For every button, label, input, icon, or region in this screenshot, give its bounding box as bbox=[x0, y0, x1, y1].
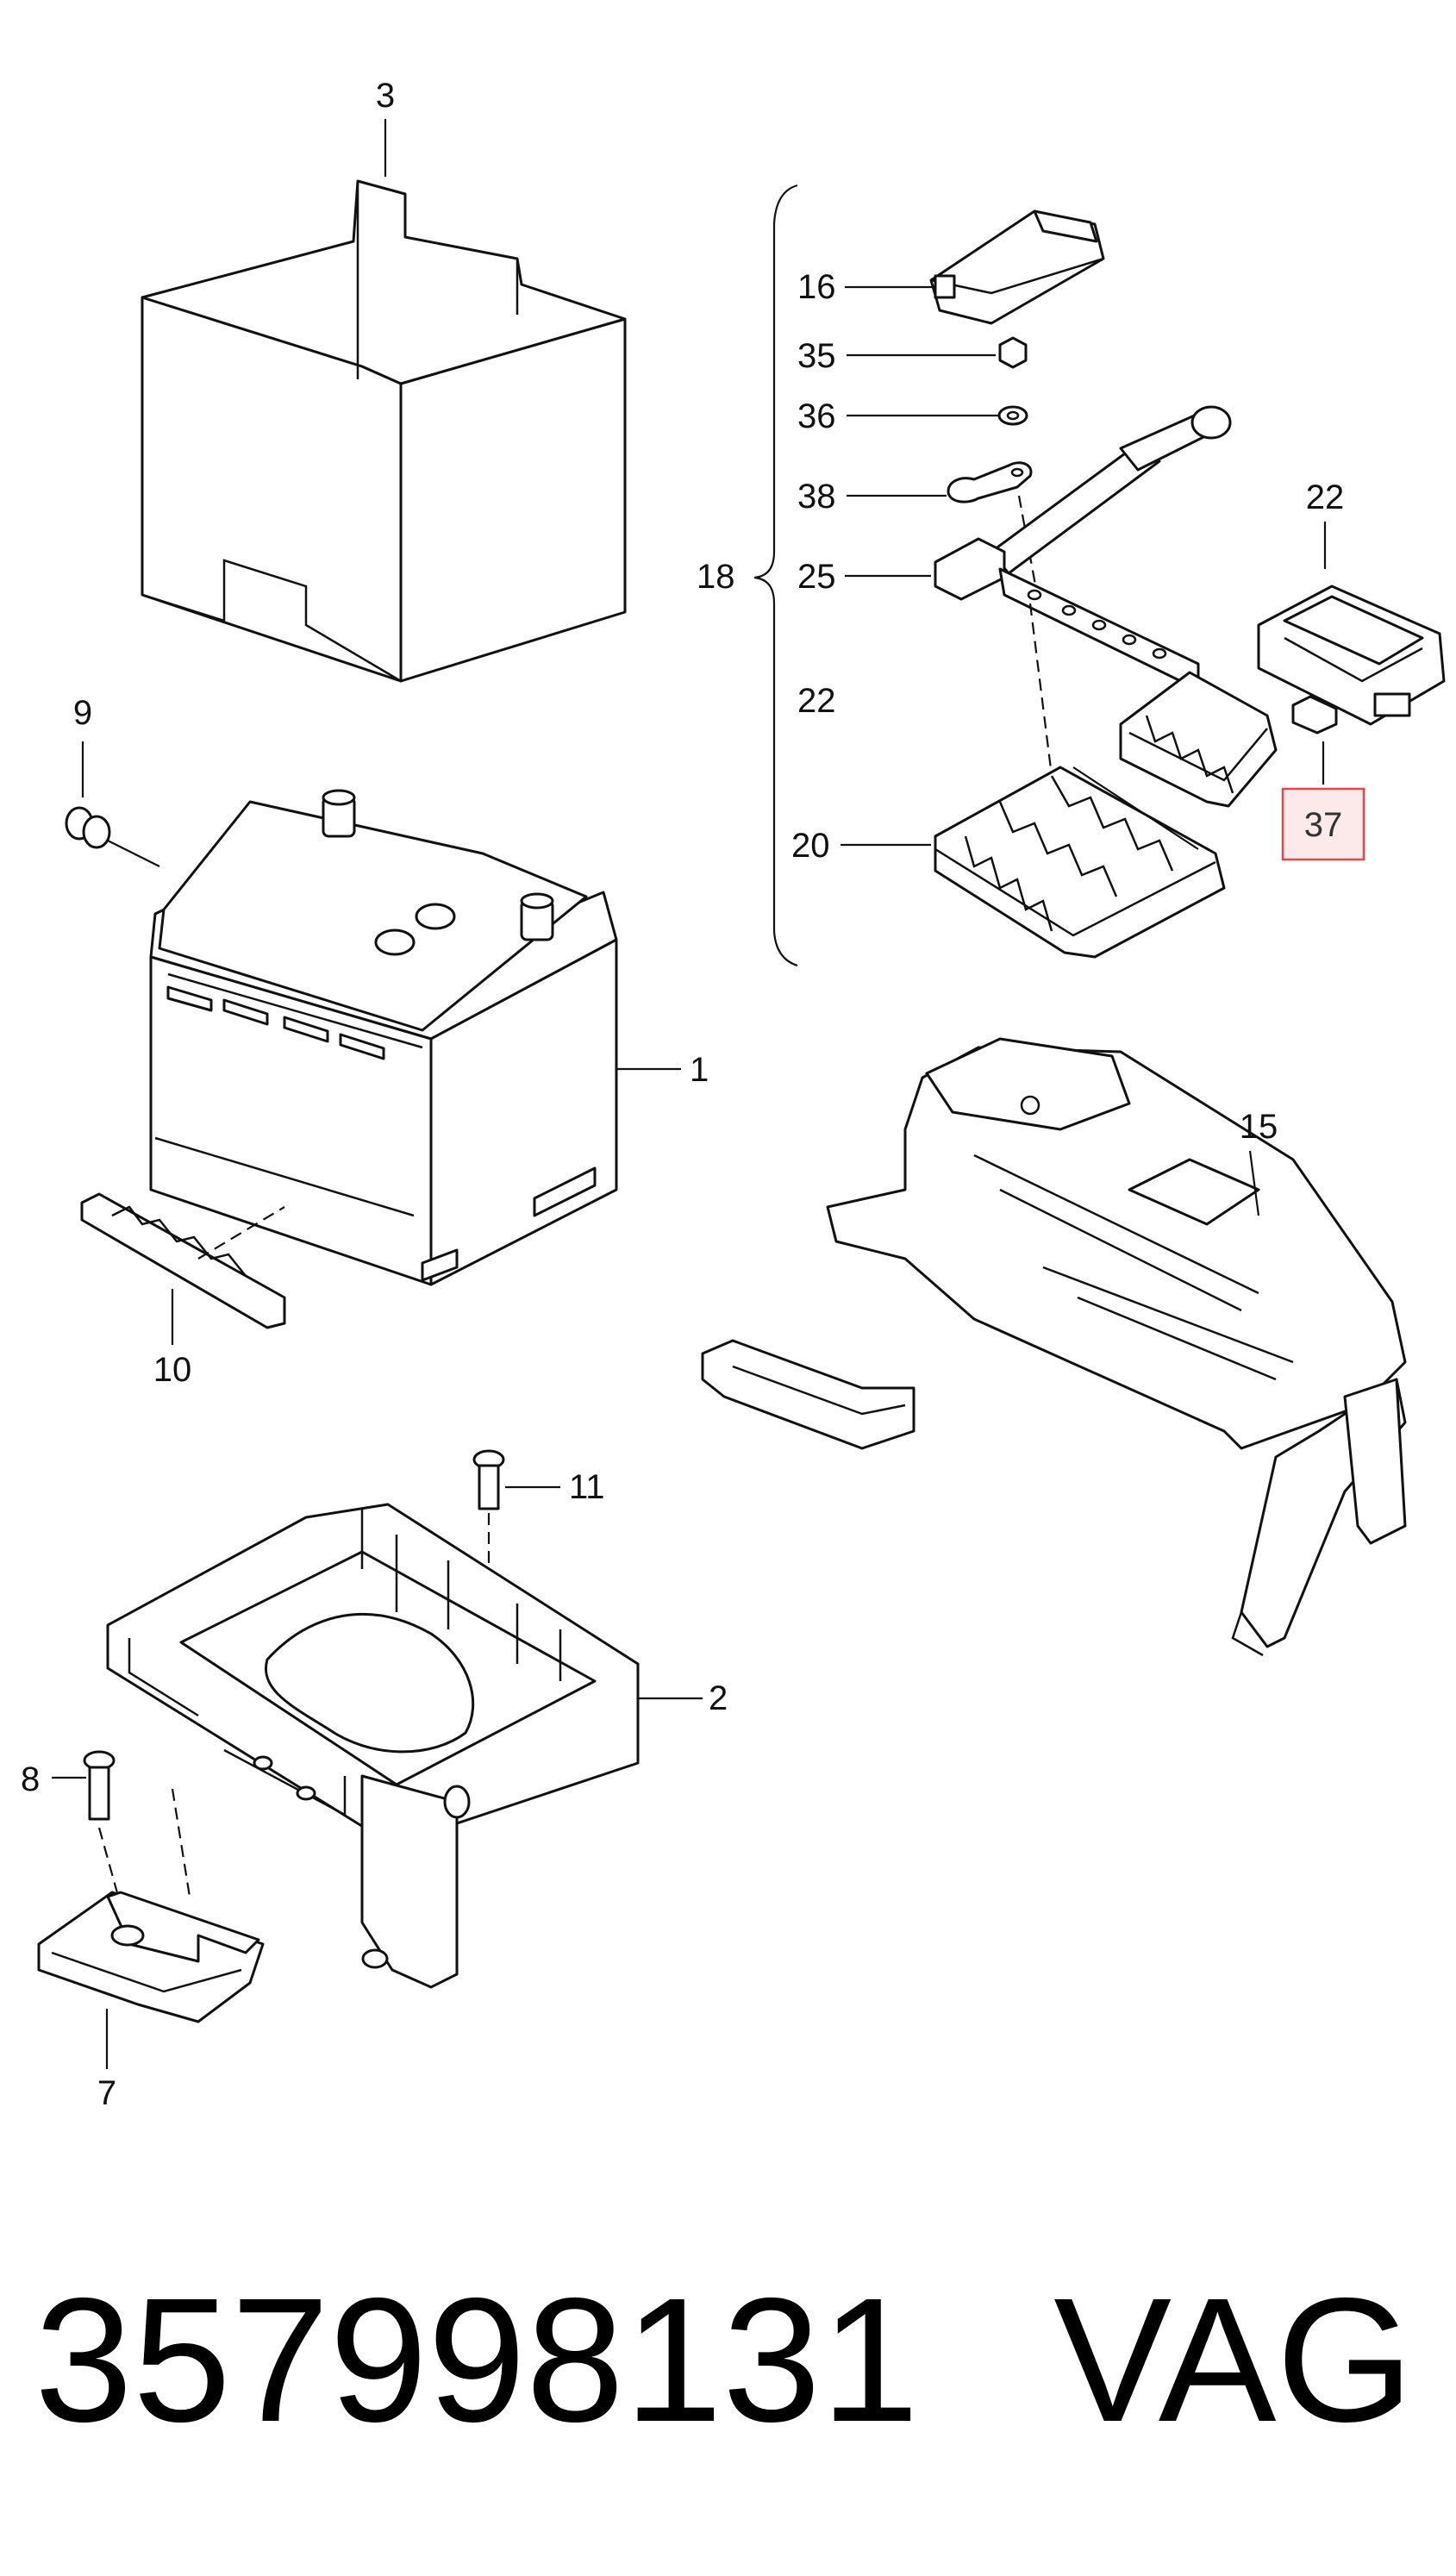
brand-name: VAG bbox=[1053, 2261, 1414, 2459]
callout-18: 18 bbox=[697, 558, 735, 596]
callout-25: 25 bbox=[797, 558, 836, 596]
screw-9: 9 bbox=[65, 694, 160, 867]
callout-22-right: 22 bbox=[1306, 478, 1345, 516]
group-bracket-18: 18 bbox=[697, 184, 798, 967]
callout-35: 35 bbox=[797, 337, 836, 375]
callout-2: 2 bbox=[709, 1679, 728, 1717]
callout-37-highlight-box[interactable] bbox=[1281, 787, 1365, 861]
hold-down-clamp: 10 bbox=[80, 1192, 286, 1389]
washer-36: 36 bbox=[797, 397, 1028, 435]
callout-38: 38 bbox=[797, 478, 836, 516]
callout-7: 7 bbox=[97, 2074, 116, 2112]
callout-36: 36 bbox=[797, 397, 836, 435]
bolt-8: 8 bbox=[21, 1750, 191, 1906]
callout-9: 9 bbox=[73, 694, 92, 732]
fuse-box-22: 22 bbox=[1257, 478, 1446, 726]
callout-3: 3 bbox=[376, 77, 395, 115]
fuse-holder-upper bbox=[1119, 671, 1278, 808]
cover-16: 16 bbox=[797, 209, 1105, 325]
fuse-carrier-20: 20 bbox=[791, 766, 1226, 959]
nut-35: 35 bbox=[797, 336, 1028, 375]
battery-tray: 2 bbox=[106, 1503, 728, 1989]
callout-11: 11 bbox=[569, 1468, 605, 1506]
callout-10: 10 bbox=[153, 1351, 192, 1389]
callout-37: 37 bbox=[1304, 806, 1343, 844]
callout-22-left: 22 bbox=[797, 682, 836, 720]
callout-1: 1 bbox=[690, 1051, 709, 1089]
bracket-7: 7 bbox=[37, 1891, 265, 2112]
callout-16: 16 bbox=[797, 268, 836, 306]
fuse-37: 37 bbox=[1281, 695, 1365, 861]
cable-lug-38: 38 bbox=[797, 461, 1040, 604]
callout-15: 15 bbox=[1240, 1108, 1278, 1146]
callout-8: 8 bbox=[21, 1760, 40, 1798]
callout-20: 20 bbox=[791, 827, 830, 865]
battery-insulation-box: 3 bbox=[141, 77, 627, 683]
part-number: 357998131 bbox=[34, 2261, 919, 2459]
mounting-bracket-15: 15 bbox=[701, 1037, 1407, 1657]
battery: 1 bbox=[149, 789, 709, 1286]
cable-25: 25 bbox=[797, 405, 1232, 777]
footer: 357998131 VAG bbox=[34, 2261, 1414, 2459]
